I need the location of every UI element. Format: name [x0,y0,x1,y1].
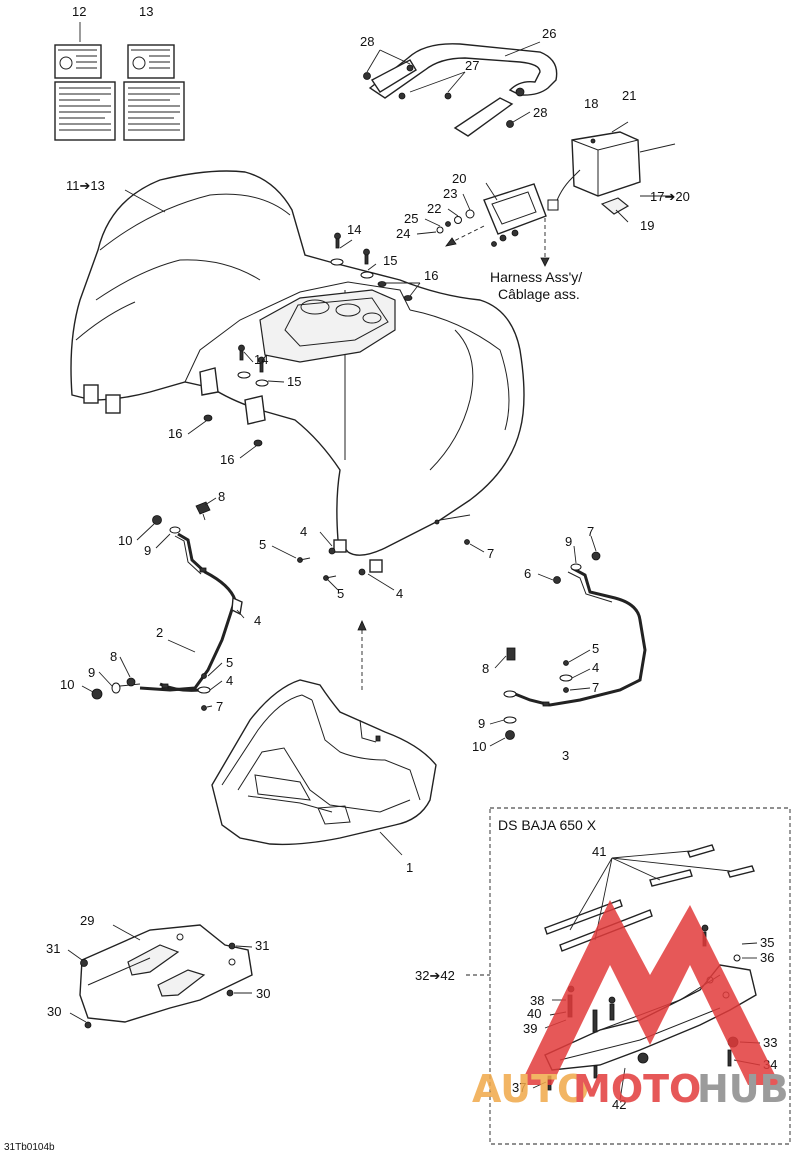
callout-10-right: 10 [472,739,486,754]
callout-8-left: 8 [110,649,117,664]
callout-7-left: 7 [216,699,223,714]
callout-4-center: 4 [300,524,307,539]
right-brace-group: 6 9 7 8 9 10 5 4 7 3 [472,524,647,763]
callout-41: 41 [592,844,606,859]
rear-fender [70,170,525,556]
callout-14-top: 14 [347,222,361,237]
callout-7-right-top: 7 [587,524,594,539]
rear-fender-group: 11➔13 [66,170,525,556]
callout-40: 40 [527,1006,541,1021]
callout-28-bottom: 28 [533,105,547,120]
taillight-group: 18 21 17➔20 19 20 23 22 25 24 Harness As… [396,88,690,302]
callout-2: 2 [156,625,163,640]
callout-39: 39 [523,1021,537,1036]
rear-rack-handle [368,43,558,99]
callout-7-center: 7 [487,546,494,561]
callout-31-left: 31 [46,941,60,956]
callout-14-left: 14 [254,352,268,367]
callout-5-right: 5 [592,641,599,656]
callout-9-left: 9 [88,665,95,680]
callout-3: 3 [562,748,569,763]
callout-20: 20 [452,171,466,186]
info-decal-left [54,81,116,141]
callout-21: 21 [622,88,636,103]
callout-16-left: 16 [168,426,182,441]
center-hardware: 4 5 5 4 7 [259,519,494,690]
fender-storage-tray [259,289,396,363]
callout-6: 6 [524,566,531,581]
callout-31-right: 31 [255,938,269,953]
front-fender-group: 1 [211,679,437,875]
callout-10-left: 10 [60,677,74,692]
callout-30-right: 30 [256,986,270,1001]
kit-box-border [489,807,791,1145]
diagram-code: 31Tb0104b [4,1142,55,1153]
callout-15-left: 15 [287,374,301,389]
rear-rack-bracket [453,97,514,137]
callout-29: 29 [80,913,94,928]
watermark-text-hub: HUB [697,1067,789,1111]
callout-25: 25 [404,211,418,226]
harness-note-line1: Harness Ass'y/ [490,269,582,285]
rear-rack-group: 28 26 27 28 [360,26,558,137]
callout-8-left-top: 8 [218,489,225,504]
callout-11-13: 11➔13 [66,178,105,193]
taillight-mount-plate [483,183,547,235]
callout-9-right-top: 9 [565,534,572,549]
kit-box-title: DS BAJA 650 X [498,817,597,833]
callout-33: 33 [763,1035,777,1050]
callout-5-left: 5 [226,655,233,670]
callout-16-bottom: 16 [220,452,234,467]
left-brace-group: 8 10 9 4 2 8 9 10 5 4 7 [60,489,261,714]
taillight-housing [571,131,641,197]
callout-9-right: 9 [478,716,485,731]
callout-15-top: 15 [383,253,397,268]
callout-7-right: 7 [592,680,599,695]
callout-8-right: 8 [482,661,489,676]
callout-5-lower: 5 [337,586,344,601]
callout-17-20: 17➔20 [650,189,690,204]
callout-24: 24 [396,226,410,241]
callout-38: 38 [530,993,544,1008]
watermark-logo-triangle [520,900,780,1085]
callout-26: 26 [542,26,556,41]
skid-plate [79,924,253,1023]
callout-9-left-top: 9 [144,543,151,558]
callout-19: 19 [640,218,654,233]
taillight-lens [600,197,630,215]
info-decal-right [123,81,185,141]
watermark-text-auto: AUTO [472,1067,589,1111]
fender-hardware: 14 15 16 14 15 16 16 [168,222,438,467]
right-brace-rod [509,566,647,707]
callout-42: 42 [612,1097,626,1112]
decal-group: 12 13 [54,4,185,141]
skid-plate-group: 29 31 31 30 30 [46,913,270,1029]
watermark-text-moto: MOTO [573,1067,701,1111]
callout-16-top: 16 [424,268,438,283]
callout-28-top: 28 [360,34,374,49]
callout-13: 13 [139,4,153,19]
callout-18: 18 [584,96,598,111]
callout-4-right: 4 [592,660,599,675]
callout-36: 36 [760,950,774,965]
harness-note-line2: Câblage ass. [498,286,580,302]
callout-4-lower: 4 [396,586,403,601]
callout-12: 12 [72,4,86,19]
callout-32-42: 32➔42 [415,968,455,983]
watermark: AUTO MOTO HUB [472,900,789,1111]
callout-27: 27 [465,58,479,73]
callout-5-center: 5 [259,537,266,552]
front-fender [211,679,437,846]
callout-22: 22 [427,201,441,216]
callout-4-left-lower: 4 [226,673,233,688]
callout-23: 23 [443,186,457,201]
callout-35: 35 [760,935,774,950]
callout-30-left: 30 [47,1004,61,1019]
callout-1: 1 [406,860,413,875]
callout-10-left-top: 10 [118,533,132,548]
callout-4-left: 4 [254,613,261,628]
